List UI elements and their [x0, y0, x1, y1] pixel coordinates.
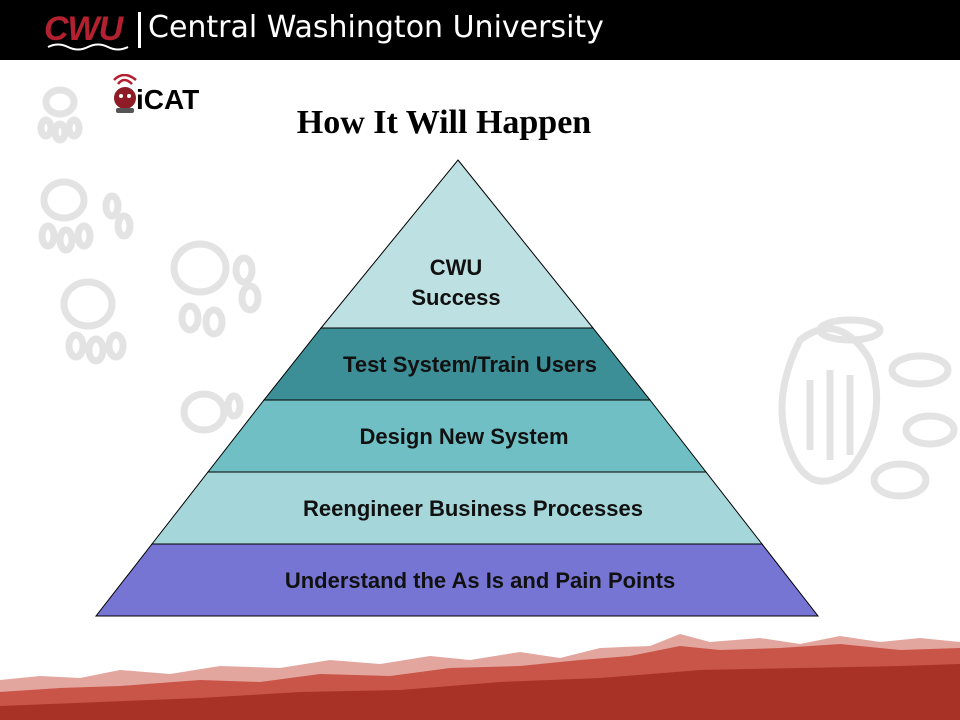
paw-icon [38, 178, 134, 254]
wildcat-icon [113, 74, 137, 113]
icat-logo-text: iCAT [136, 84, 200, 115]
pyramid-level-1-label-line1: CWU [429, 255, 483, 280]
wave-icon [47, 43, 129, 51]
pyramid-level-5 [94, 543, 820, 617]
cwu-logo-text: CWU [44, 10, 123, 48]
pyramid-level-3-label: Design New System [359, 424, 569, 449]
pyramid-level-4-label: Reengineer Business Processes [303, 496, 643, 521]
paw-icon [60, 278, 127, 365]
paw-icon [170, 240, 262, 338]
university-name: Central Washington University [148, 10, 604, 45]
slide-title: How It Will Happen [296, 104, 592, 141]
pyramid-level-5-label: Understand the As Is and Pain Points [284, 568, 676, 593]
footer-mountain-band [0, 634, 960, 720]
pyramid-level-2-label: Test System/Train Users [343, 352, 597, 377]
paw-icon [180, 390, 244, 434]
paw-icon [778, 316, 958, 500]
pyramid-level-1-label-line2: Success [411, 285, 501, 310]
icat-logo: iCAT [110, 70, 220, 120]
paw-icon [37, 86, 83, 144]
header-divider [138, 12, 141, 48]
header-bar: CWU Central Washington University [0, 0, 960, 60]
